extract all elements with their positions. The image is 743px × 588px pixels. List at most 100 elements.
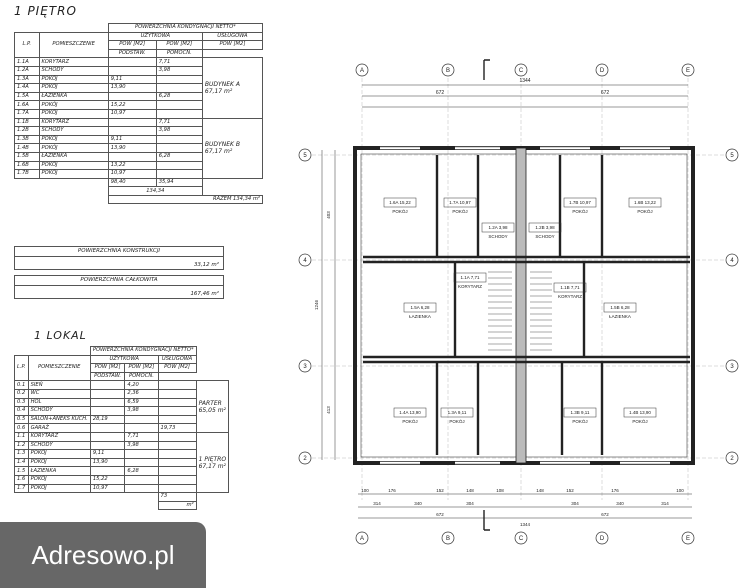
dim-value: 148 <box>536 488 544 493</box>
room-code: 1.4B 13,90 <box>629 410 651 415</box>
total-area-box: POWIERZCHNIA CAŁKOWITA 167,46 m² <box>14 275 224 299</box>
cell-aux: 3,98 <box>155 65 203 76</box>
room-name: SCHODY <box>488 234 507 239</box>
cell-name: KORYTARZ <box>38 117 109 128</box>
level-name: PARTER <box>198 399 222 407</box>
cell-name: POKÓJ <box>27 483 91 494</box>
dim-value: 403 <box>326 211 331 219</box>
cell-basic: 28,19 <box>89 414 126 425</box>
cell-basic <box>107 151 157 162</box>
axis-bubble <box>355 63 369 77</box>
cell-name: SCHODY <box>27 440 91 451</box>
cell-aux: 6,28 <box>155 91 203 102</box>
cell-aux: 3,98 <box>124 440 159 451</box>
room-tag-box <box>563 407 597 418</box>
inner-wall-line <box>360 153 688 458</box>
room-tag-box <box>623 407 657 418</box>
room-code: 1.1B 7,71 <box>560 285 580 290</box>
cell-name: SCHODY <box>38 126 109 136</box>
room-tag-box <box>603 302 637 313</box>
axis-bubble <box>725 148 739 162</box>
tail-service: 73 <box>157 492 197 502</box>
cell-name: WC <box>27 388 91 399</box>
cell-lp: 1.1A <box>14 57 40 67</box>
room-tag-box <box>383 197 417 208</box>
cell-basic <box>107 65 157 76</box>
cell-lp: 1.6B <box>14 160 40 171</box>
cell-name: SCHODY <box>27 406 91 416</box>
axis-label-left: 3 <box>303 364 307 370</box>
room-name: KORYTARZ <box>558 294 582 299</box>
cell-basic <box>107 57 157 67</box>
cell-aux <box>155 108 203 119</box>
cell-name: POKÓJ <box>38 160 109 171</box>
axis-label-bottom: E <box>686 536 690 542</box>
axis-bubble <box>681 63 695 77</box>
cell-basic: 13,90 <box>89 457 126 468</box>
cell-aux <box>124 483 159 494</box>
axis-bubble <box>441 63 455 77</box>
dim-value: 1344 <box>519 78 530 84</box>
lokal-title: 1 LOKAL <box>34 329 87 342</box>
room-tag-box <box>453 272 487 283</box>
cell-aux <box>155 169 203 179</box>
tail-unit: m² <box>157 500 197 511</box>
cell-aux: 6,59 <box>124 397 159 408</box>
cell-name: POKÓJ <box>38 169 109 179</box>
col-pow: POW [M2] <box>201 40 264 50</box>
construction-area-box: POWIERZCHNIA KONSTRUKCJI 33,12 m² <box>14 246 224 270</box>
axis-label-left: 4 <box>303 258 307 264</box>
cell-basic <box>89 466 126 476</box>
col-usable: UŻYTKOWA <box>89 354 159 365</box>
cell-basic <box>107 91 157 102</box>
cell-name: GARAŻ <box>27 423 91 433</box>
room-code: 1.4A 13,90 <box>399 410 421 415</box>
cell-lp: 1.2 <box>14 440 29 451</box>
col-aux: POMOCN. <box>155 48 203 59</box>
cell-svc <box>157 474 197 485</box>
room-tag-box <box>393 407 427 418</box>
cell-basic: 10,97 <box>107 108 157 119</box>
cell-aux: 7,71 <box>155 117 203 128</box>
cell-basic <box>89 440 126 451</box>
cell-lp: 1.4 <box>14 457 29 468</box>
cell-svc <box>157 449 197 459</box>
table-header: POWIERZCHNIA KONDYGNACJI NETTO* <box>107 23 264 33</box>
dim-value: 314 <box>373 501 381 506</box>
axis-bubble <box>298 451 312 465</box>
axis-bubble <box>725 451 739 465</box>
room-name: POKÓJ <box>572 208 587 214</box>
axis-bubble <box>595 531 609 545</box>
dim-value: 152 <box>436 488 444 493</box>
room-name: POKÓJ <box>449 418 464 424</box>
cell-aux <box>155 134 203 145</box>
cell-lp: 1.7B <box>14 169 40 179</box>
cell-svc <box>157 388 197 399</box>
sum-basic: 98,40 <box>107 177 157 188</box>
axis-label-bottom: B <box>446 536 450 542</box>
axis-bubble <box>355 531 369 545</box>
col-lp: L.P. <box>14 31 40 59</box>
cell-basic: 13,90 <box>107 83 157 93</box>
cell-lp: 0.5 <box>14 414 29 425</box>
col-aux: POMOCN. <box>124 371 159 382</box>
cell-basic: 10,97 <box>107 169 157 179</box>
room-tag-box <box>563 197 597 208</box>
axis-bubble <box>681 531 695 545</box>
cell-lp: 1.6A <box>14 100 40 110</box>
room-tag-box <box>628 197 662 208</box>
cell-lp: 0.6 <box>14 423 29 433</box>
cell-basic: 15,22 <box>89 474 126 485</box>
cell-svc <box>157 414 197 425</box>
axis-label-bottom: D <box>600 536 605 542</box>
cell-lp: 1.5 <box>14 466 29 476</box>
dim-value: 672 <box>601 90 610 96</box>
cell-basic: 15,22 <box>107 100 157 110</box>
cell-name: POKÓJ <box>27 457 91 468</box>
dim-value: 1246 <box>314 299 319 310</box>
axis-label-top: C <box>519 68 524 74</box>
dim-value: 314 <box>661 501 669 506</box>
cell-svc: 19,73 <box>157 423 197 433</box>
